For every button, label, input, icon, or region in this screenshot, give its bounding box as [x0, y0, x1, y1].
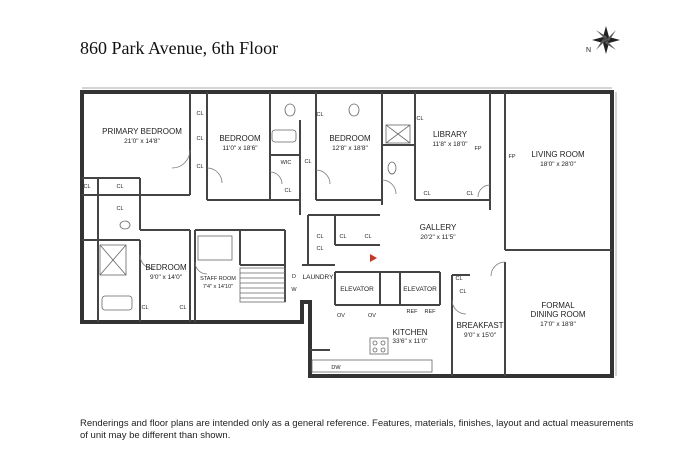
refrigerator-label: REF — [425, 309, 437, 315]
compass-north-label: N — [586, 47, 591, 54]
gallery-label: GALLERY — [420, 223, 457, 232]
refrigerator-label: REF — [407, 309, 419, 315]
closet-label: CL — [316, 234, 323, 240]
plan-title: 860 Park Avenue, 6th Floor — [80, 38, 279, 58]
bedroom-1-label: BEDROOM — [219, 134, 261, 143]
dryer-label: D — [292, 274, 296, 280]
formal-dining-dims: 17'0" x 18'8" — [540, 321, 576, 328]
bath-fixtures — [99, 103, 411, 311]
library-dims: 11'8" x 18'0" — [432, 141, 468, 148]
closet-label: CL — [466, 191, 473, 197]
fireplace-label: FP — [508, 154, 515, 160]
primary-bedroom-label: PRIMARY BEDROOM — [102, 127, 182, 136]
closet-label: CL — [304, 159, 311, 165]
laundry-label: LAUNDRY — [303, 274, 335, 281]
closet-label: CL — [416, 116, 423, 122]
closet-label: CL — [364, 234, 371, 240]
disclaimer-text: Renderings and floor plans are intended … — [80, 418, 634, 441]
closet-label: CL — [83, 184, 90, 190]
entry-marker-icon — [370, 254, 377, 262]
kitchen-dims: 33'6" x 11'0" — [392, 338, 428, 345]
closet-label: CL — [116, 206, 123, 212]
kitchen-label: KITCHEN — [392, 328, 427, 337]
bedroom-3-label: BEDROOM — [145, 263, 187, 272]
closet-label: CL — [455, 276, 462, 282]
closet-label: CL — [284, 188, 291, 194]
breakfast-dims: 9'0" x 15'0" — [464, 332, 497, 339]
fixture-labels: CL CL CL CL CL CL CL CL CL CL CL CL CL C… — [83, 111, 515, 371]
formal-dining-label-2: DINING ROOM — [530, 310, 585, 319]
closet-label: CL — [423, 191, 430, 197]
closet-label: CL — [339, 234, 346, 240]
closet-label: CL — [459, 289, 466, 295]
bedroom-1-dims: 11'0" x 18'6" — [222, 145, 258, 152]
staff-room-dims: 7'4" x 14'10" — [203, 284, 233, 290]
living-room-dims: 18'0" x 28'0" — [540, 161, 576, 168]
wic-label: WIC — [281, 160, 292, 166]
elevator-2-label: ELEVATOR — [403, 286, 437, 293]
dishwasher-label: DW — [331, 365, 341, 371]
closet-label: CL — [116, 184, 123, 190]
interior-walls — [82, 92, 612, 376]
window-lines — [82, 87, 617, 376]
staircase — [239, 267, 286, 303]
closet-label: CL — [196, 164, 203, 170]
closet-label: CL — [179, 305, 186, 311]
formal-dining-label: FORMAL — [541, 301, 575, 310]
staff-room-label: STAFF ROOM — [200, 276, 236, 282]
bedroom-3-dims: 9'0" x 14'0" — [150, 274, 183, 281]
closet-label: CL — [141, 305, 148, 311]
kitchen-counters — [311, 337, 433, 373]
compass-icon — [592, 26, 620, 54]
library-label: LIBRARY — [433, 130, 468, 139]
washer-label: W — [291, 287, 297, 293]
closet-label: CL — [316, 246, 323, 252]
closet-label: CL — [196, 111, 203, 117]
oven-label: OV — [337, 313, 345, 319]
primary-bedroom-dims: 21'0" x 14'8" — [124, 138, 160, 145]
closet-label: CL — [196, 136, 203, 142]
breakfast-label: BREAKFAST — [456, 321, 503, 330]
fireplace-label: FP — [474, 146, 481, 152]
exterior-walls — [80, 90, 614, 378]
closet-label: CL — [316, 112, 323, 118]
living-room-label: LIVING ROOM — [531, 150, 585, 159]
bedroom-2-dims: 12'8" x 18'8" — [332, 145, 368, 152]
door-swings — [139, 149, 506, 315]
oven-label: OV — [368, 313, 376, 319]
bedroom-2-label: BEDROOM — [329, 134, 371, 143]
gallery-dims: 20'2" x 11'5" — [420, 234, 456, 241]
elevator-1-label: ELEVATOR — [340, 286, 374, 293]
